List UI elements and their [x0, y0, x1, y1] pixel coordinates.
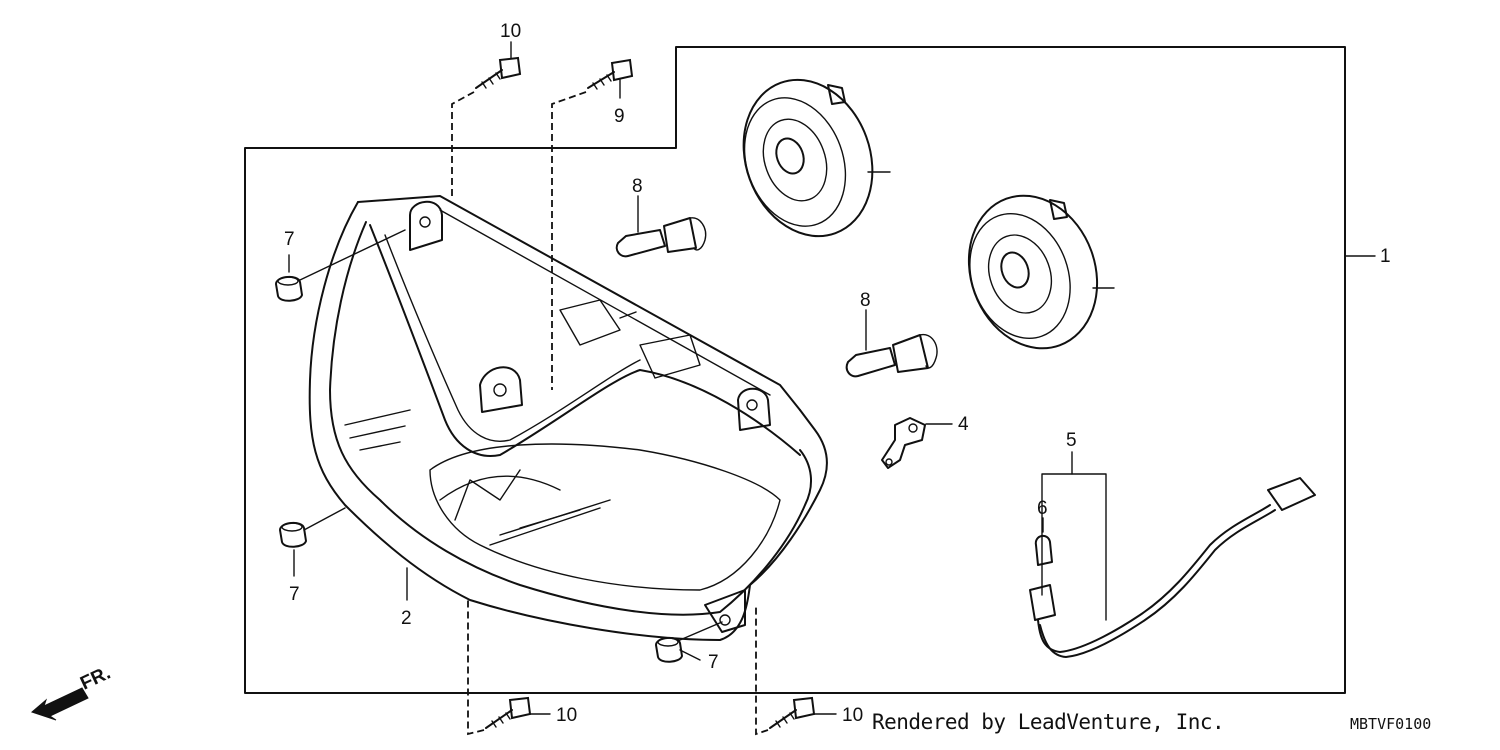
callout-grommet-bottom: 7: [708, 652, 719, 673]
callout-assembly: 1: [1380, 246, 1391, 267]
callout-position-bulb: 6: [1037, 498, 1048, 519]
align-line-top-screw: [451, 91, 475, 196]
grommet-bottom[interactable]: [654, 637, 684, 663]
leader-socket-cord: [1041, 473, 1107, 621]
position-bulb[interactable]: [1034, 534, 1053, 566]
grommet-left-lower[interactable]: [278, 522, 308, 548]
callout-headlight-unit: 2: [401, 608, 412, 629]
callout-bracket: 4: [958, 414, 969, 435]
leader-grommet-left-upper: [299, 229, 406, 281]
leader-grommet-left-lower: [303, 507, 346, 531]
socket-cover-lower[interactable]: [948, 177, 1118, 366]
render-credit: Rendered by LeadVenture, Inc.: [872, 710, 1225, 734]
callout-socket-cord: 5: [1066, 430, 1077, 451]
socket-cord[interactable]: [1029, 477, 1316, 658]
leader-grommet-bottom-tab: [679, 621, 723, 641]
headlight-unit[interactable]: [308, 195, 828, 641]
diagram-code: MBTVF0100: [1350, 715, 1432, 733]
screw-top[interactable]: [475, 56, 522, 89]
screw-bottom-left[interactable]: [485, 696, 532, 729]
bulb-lower[interactable]: [845, 333, 938, 378]
callout-bulb-lower: 8: [860, 290, 871, 311]
callout-screw-center: 9: [614, 106, 625, 127]
callout-screw-bottom-left: 10: [556, 705, 577, 726]
screw-bottom-right[interactable]: [769, 696, 816, 729]
assembly-outline: [244, 46, 1346, 694]
socket-cover-upper[interactable]: [722, 62, 893, 255]
screw-center[interactable]: [587, 58, 634, 90]
leader-grommet-bottom: [679, 649, 701, 661]
callout-screw-top: 10: [500, 21, 521, 42]
callout-grommet-left-upper: 7: [284, 229, 295, 250]
front-arrow-icon: FR.: [31, 663, 114, 721]
callout-bulb-upper: 8: [632, 176, 643, 197]
align-line-bottom-right-screw: [755, 605, 769, 736]
bracket[interactable]: [881, 417, 926, 469]
callout-screw-bottom-right: 10: [842, 705, 863, 726]
align-line-bottom-left-screw: [467, 600, 485, 736]
grommet-left-upper[interactable]: [274, 276, 304, 302]
bulb-upper[interactable]: [615, 217, 707, 258]
callout-grommet-left-lower: 7: [289, 584, 300, 605]
align-line-center-screw: [551, 91, 587, 390]
